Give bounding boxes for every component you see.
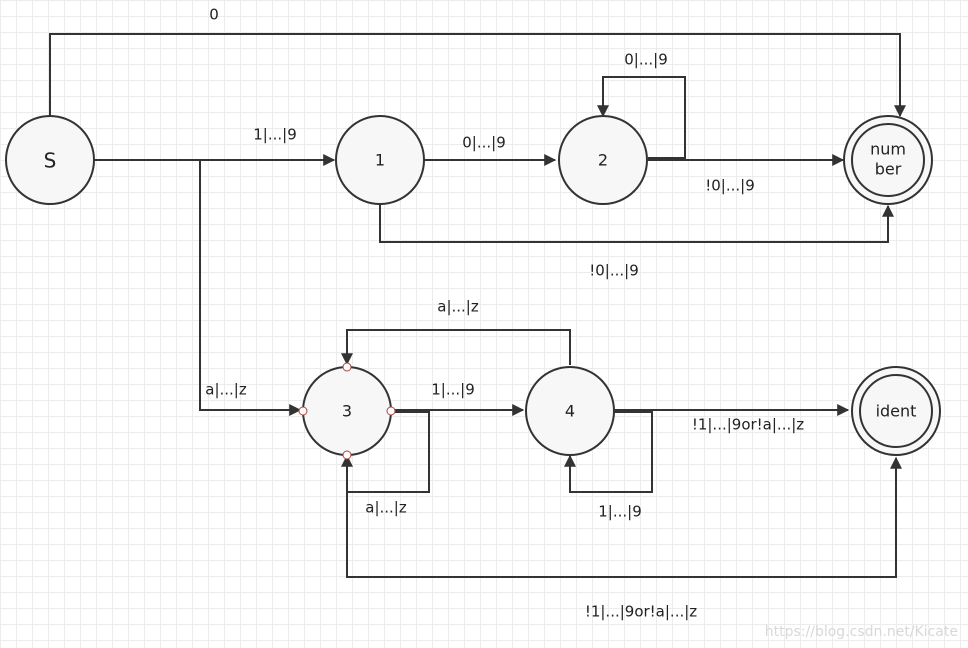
state-2-label: 2 — [598, 151, 608, 170]
edge-2-loop — [597, 76, 686, 159]
label-2-loop: 0|...|9 — [624, 51, 668, 69]
state-3[interactable]: 3 — [298, 362, 396, 460]
state-number[interactable]: num ber — [843, 115, 933, 205]
connection-handle-left[interactable] — [298, 406, 308, 416]
connection-handle-right[interactable] — [386, 406, 396, 416]
state-s-label: S — [44, 149, 57, 173]
edge-1-to-number — [379, 204, 894, 243]
label-1-to-number: !0|...|9 — [589, 262, 639, 280]
connection-handle-top[interactable] — [342, 362, 352, 372]
state-3-label: 3 — [342, 402, 352, 421]
state-4-label: 4 — [565, 402, 575, 421]
label-s-to-3: a|...|z — [205, 381, 247, 399]
label-4-to-3: a|...|z — [437, 298, 479, 316]
state-ident-label: ident — [876, 402, 917, 421]
watermark: https://blog.csdn.net/Kicate — [765, 624, 958, 640]
state-1[interactable]: 1 — [335, 115, 425, 205]
label-s-to-1: 1|...|9 — [253, 126, 297, 144]
state-s[interactable]: S — [5, 115, 95, 205]
label-2-to-number: !0|...|9 — [705, 177, 755, 195]
label-1-to-2: 0|...|9 — [462, 134, 506, 152]
label-4-to-ident: !1|...|9or!a|...|z — [692, 416, 804, 434]
state-number-label-line2: ber — [875, 160, 902, 179]
state-2[interactable]: 2 — [558, 115, 648, 205]
state-4[interactable]: 4 — [525, 366, 615, 456]
label-s-to-number: 0 — [209, 6, 219, 24]
label-3-to-4: 1|...|9 — [431, 381, 475, 399]
state-number-label-line1: num — [870, 140, 906, 159]
edge-s-to-number — [49, 33, 906, 118]
edge-s-to-3 — [199, 160, 302, 416]
edge-4-loop — [564, 411, 653, 493]
label-3-to-ident: !1|...|9or!a|...|z — [585, 603, 697, 621]
state-1-label: 1 — [375, 151, 385, 170]
edge-3-to-ident — [346, 456, 902, 578]
edge-4-to-3 — [341, 329, 571, 366]
label-3-loop: a|...|z — [365, 499, 407, 517]
connection-handle-bottom[interactable] — [342, 450, 352, 460]
label-4-loop: 1|...|9 — [598, 503, 642, 521]
state-ident[interactable]: ident — [851, 366, 941, 456]
